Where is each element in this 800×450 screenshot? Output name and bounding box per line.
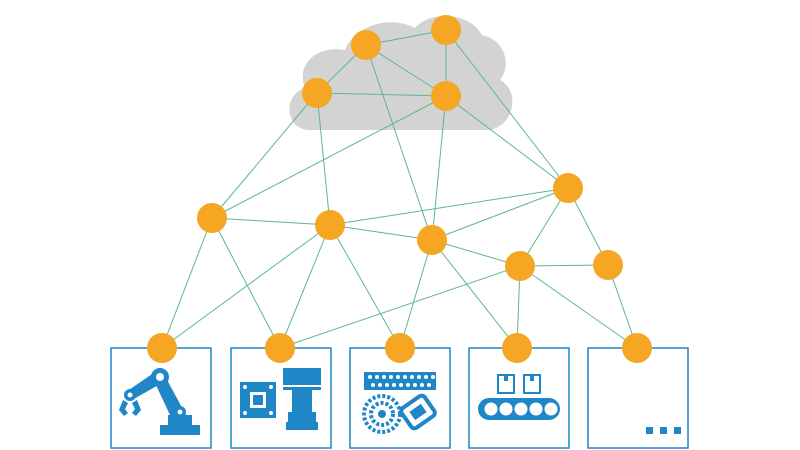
device-node-5: [622, 333, 652, 363]
device-node-1: [147, 333, 177, 363]
device-box-5: [587, 347, 689, 449]
mesh-node-3: [417, 225, 447, 255]
more-devices-icon: [646, 427, 681, 434]
mesh-node-4: [553, 173, 583, 203]
robot-arm-icon: [119, 368, 200, 435]
conveyor-parts-icon: [362, 372, 437, 434]
cloud-node-3: [302, 78, 332, 108]
cloud-node-1: [351, 30, 381, 60]
mesh-node-1: [197, 203, 227, 233]
mesh-node-6: [593, 250, 623, 280]
mesh-node-2: [315, 210, 345, 240]
cloud-node-2: [431, 15, 461, 45]
camera-sensor-icon: [240, 368, 321, 430]
device-node-4: [502, 333, 532, 363]
cloud-node-4: [431, 81, 461, 111]
conveyor-belt-icon: [478, 374, 560, 420]
mesh-node-5: [505, 251, 535, 281]
device-node-2: [265, 333, 295, 363]
device-node-3: [385, 333, 415, 363]
